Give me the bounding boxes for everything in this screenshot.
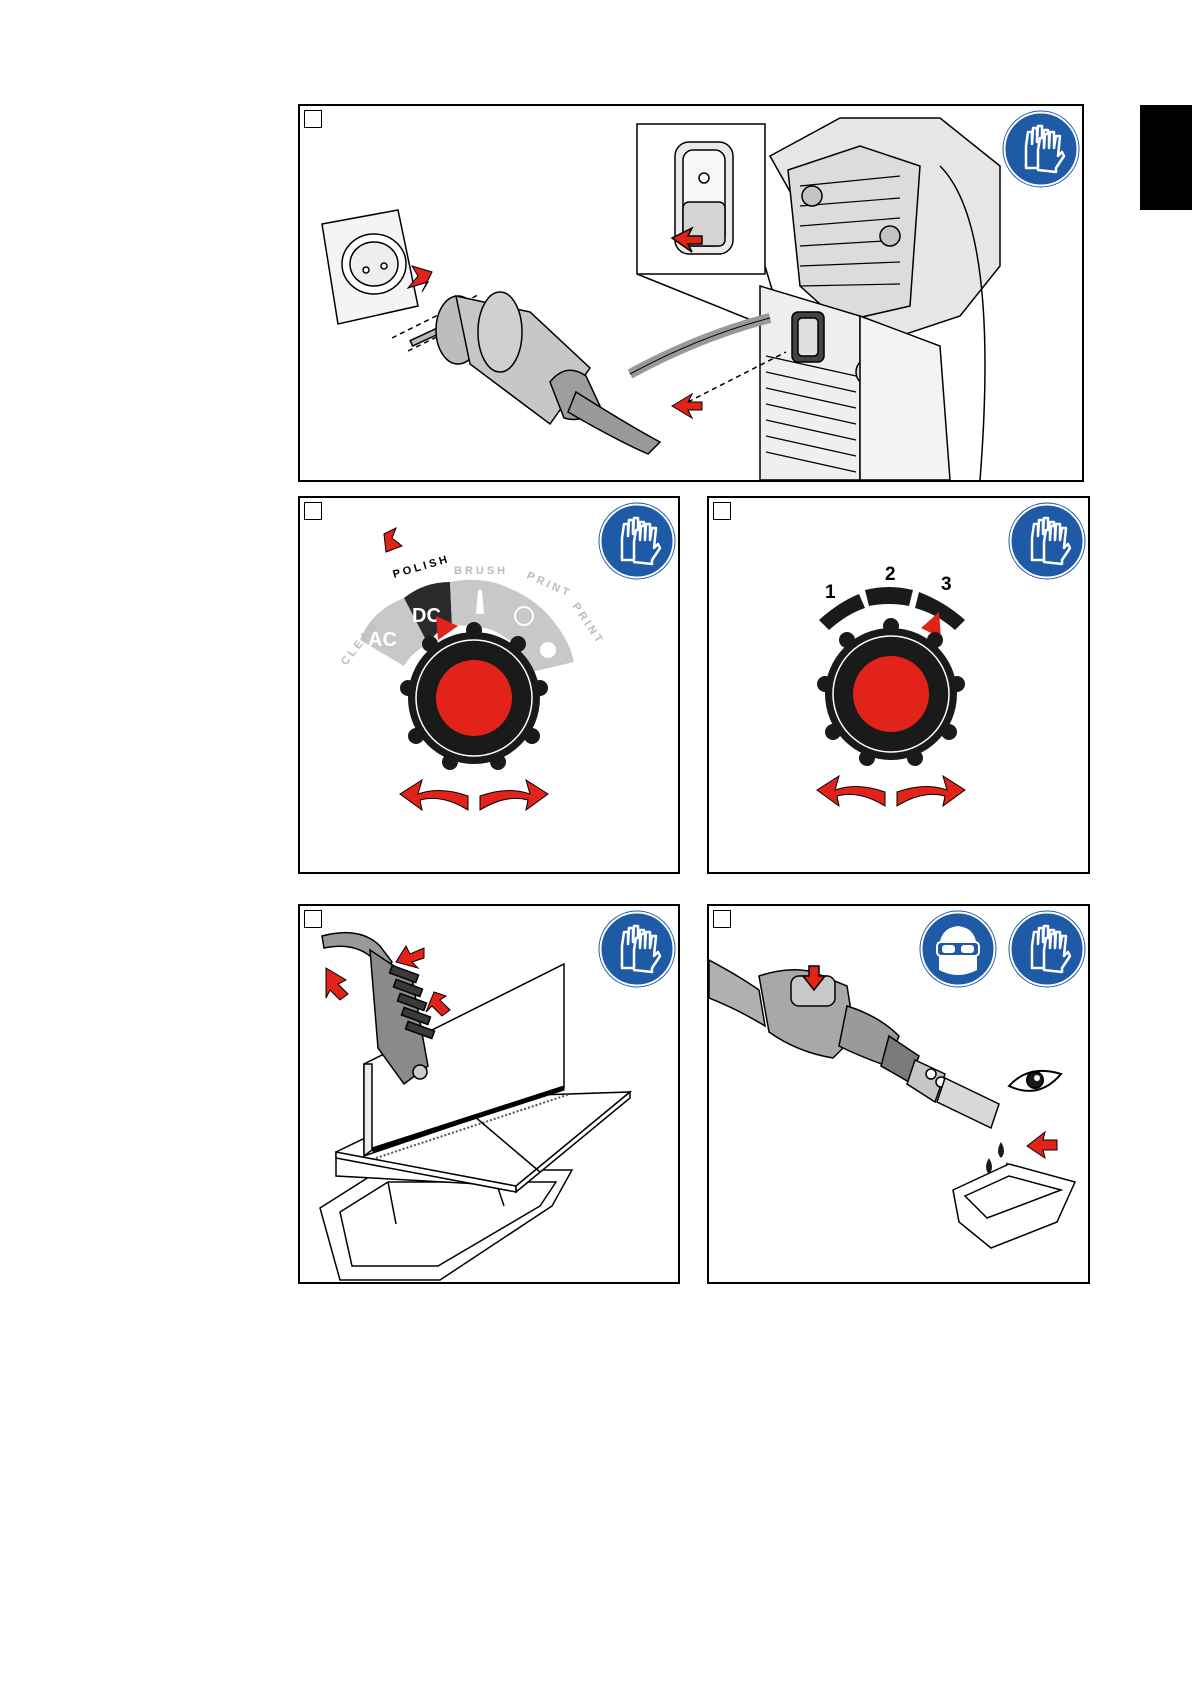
mains-plug (392, 292, 660, 454)
rotate-right-arrow (480, 780, 548, 810)
gloves-icon (1008, 910, 1086, 988)
drip-arrow (1027, 1132, 1057, 1158)
press-arrow-top (396, 946, 424, 968)
mode-group-polish: POLISH (392, 553, 452, 581)
goggles-icon (919, 910, 997, 988)
gloves-icon (598, 910, 676, 988)
level-arc-3 (915, 592, 965, 630)
step-checkbox (713, 910, 731, 928)
select-arrow (384, 528, 402, 552)
workpiece (320, 964, 630, 1280)
panel-step-4 (298, 904, 680, 1284)
circle-filled-icon (540, 642, 556, 658)
chapter-tab (1140, 105, 1192, 210)
drip-tray (953, 1164, 1075, 1248)
rotary-knob (817, 618, 965, 766)
rotate-left-arrow (400, 780, 468, 810)
switch-detail-inset (637, 124, 780, 326)
panel-step-1 (298, 104, 1084, 482)
mode-symbol-dc: DC (412, 605, 441, 627)
mode-group-print-1: PRINT (525, 570, 574, 600)
wall-socket (322, 210, 418, 324)
inspect-eye-icon (1009, 1071, 1061, 1091)
gloves-icon (598, 502, 676, 580)
rotary-knob (400, 622, 548, 770)
panel-step-5 (707, 904, 1090, 1284)
step-checkbox (304, 110, 322, 128)
gloves-icon (1008, 502, 1086, 580)
step-checkbox (304, 910, 322, 928)
mode-group-print-2: PRINT (570, 601, 607, 648)
press-arrow-right (426, 992, 450, 1016)
press-arrow-left (326, 968, 348, 1000)
gloves-icon (1002, 110, 1080, 188)
level-label-2: 2 (885, 564, 896, 585)
panel-step-2: AC CLEAN DC POLISH BRUSH PRINT PRINT (298, 496, 680, 874)
rotate-left-arrow (817, 776, 885, 806)
panel-step-3: 1 2 3 (707, 496, 1090, 874)
level-label-1: 1 (825, 582, 836, 603)
rotate-right-arrow (897, 776, 965, 806)
step-checkbox (304, 502, 322, 520)
level-arc-2 (865, 587, 913, 606)
step-checkbox (713, 502, 731, 520)
plug-in-illustration (300, 106, 1082, 480)
mode-group-brush: BRUSH (454, 565, 508, 577)
level-label-3: 3 (941, 574, 952, 595)
